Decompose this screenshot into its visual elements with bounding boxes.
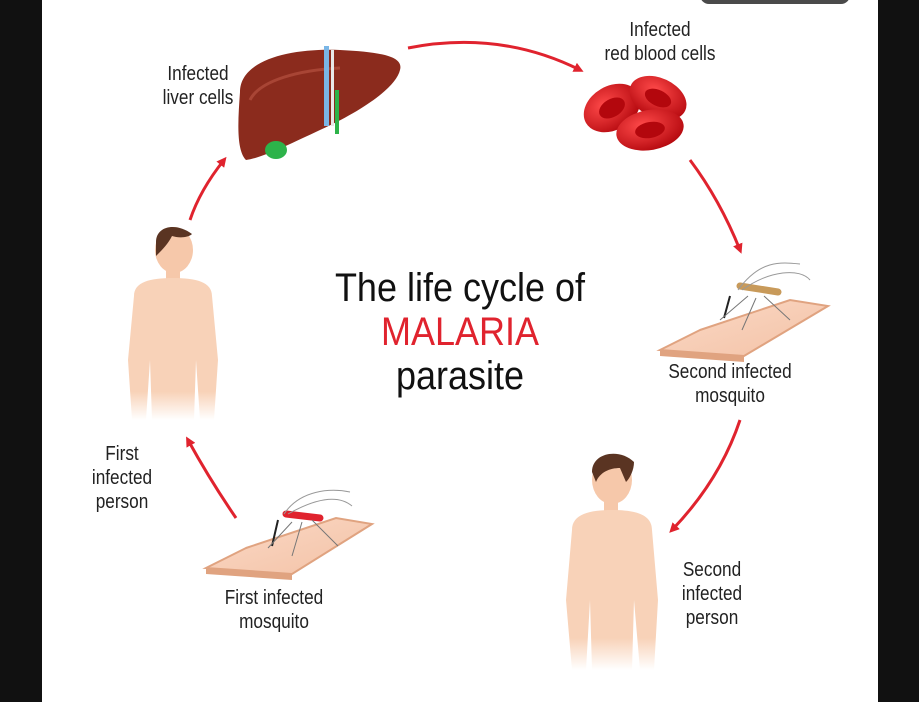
title-line-malaria: MALARIA bbox=[380, 310, 540, 354]
label-second-infected-mosquito: Second infected mosquito bbox=[668, 361, 792, 407]
label-infected-liver-cells: Infected liver cells bbox=[162, 63, 234, 109]
arrow-first-mosquito-to-first-person bbox=[186, 436, 238, 519]
label-first-infected-person: First infected person bbox=[91, 443, 153, 513]
first-mosquito-icon bbox=[202, 489, 375, 580]
title-line-1: The life cycle of bbox=[334, 266, 586, 310]
second-person-icon bbox=[566, 453, 658, 670]
title-line-3: parasite bbox=[395, 354, 525, 398]
label-second-infected-person: Second infected person bbox=[681, 559, 743, 629]
label-infected-red-blood-cells: Infected red blood cells bbox=[604, 19, 716, 65]
top-bar-handle bbox=[700, 0, 850, 4]
first-person-icon bbox=[128, 227, 218, 420]
liver-icon bbox=[238, 46, 401, 160]
arrow-rbc-to-mosquito bbox=[688, 159, 743, 254]
second-mosquito-icon bbox=[656, 262, 831, 362]
arrow-mosquito-to-person bbox=[669, 419, 742, 533]
arrow-first-person-to-liver bbox=[188, 156, 227, 221]
arrow-liver-to-rbc bbox=[407, 40, 584, 72]
red-blood-cells-icon bbox=[583, 75, 687, 151]
label-first-infected-mosquito: First infected mosquito bbox=[224, 587, 324, 633]
diagram-title: The life cycle of MALARIA parasite bbox=[300, 266, 620, 398]
